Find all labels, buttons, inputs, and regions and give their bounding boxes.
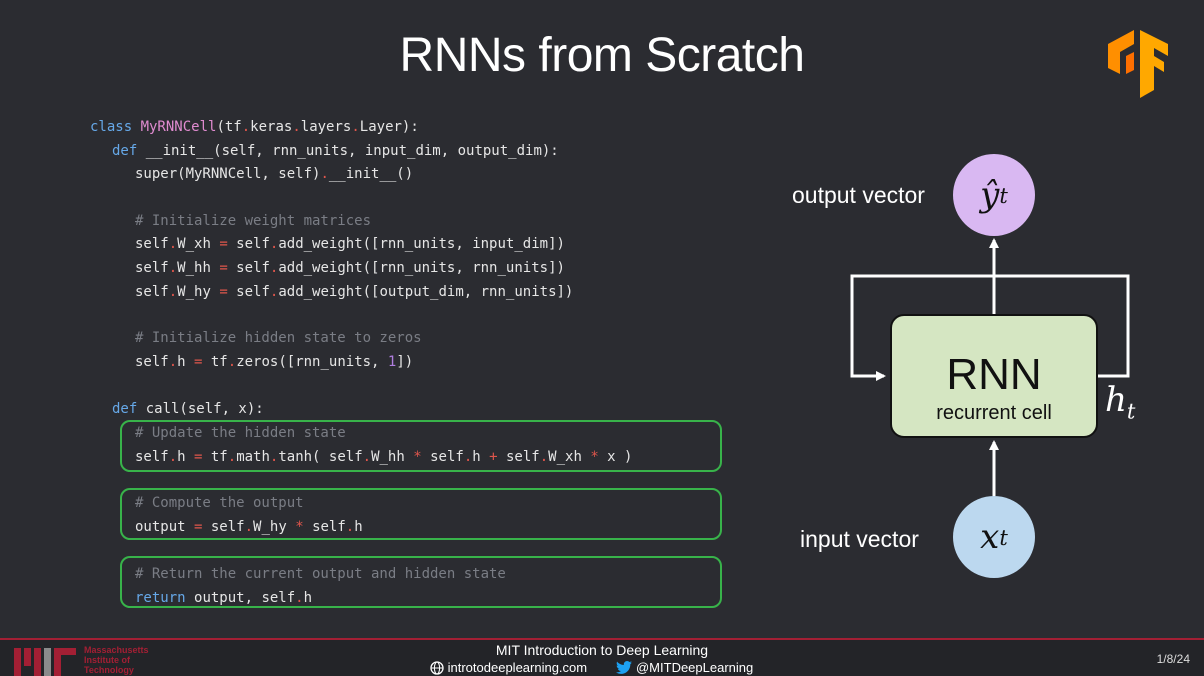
rnn-cell-title: RNN [946,350,1042,399]
recurrence-arrow [850,274,1130,381]
code-line: def __init__(self, rnn_units, input_dim,… [112,143,559,159]
output-symbol: ŷ [980,175,1000,215]
code-comment: # Return the current output and hidden s… [135,566,506,582]
output-subscript: t [999,182,1008,208]
code-line: return output, self.h [135,590,313,606]
class-name: MyRNNCell [140,119,217,135]
code-line: self.h = tf.math.tanh( self.W_hh * self.… [135,449,633,465]
input-subscript: t [999,524,1008,550]
footer-divider [0,638,1204,640]
input-symbol: x [980,517,1000,557]
tensorflow-logo [1108,30,1168,98]
footer-links: introtodeeplearning.com @MITDeepLearning [430,659,753,675]
hidden-state-label: ht [1105,380,1135,423]
slide-title: RNNs from Scratch [399,29,805,82]
highlight-box-update [120,420,722,472]
code-line: super(MyRNNCell, self).__init__() [135,166,414,182]
twitter-handle[interactable]: @MITDeepLearning [635,660,754,676]
rnn-cell: RNN recurrent cell [890,314,1098,438]
mit-institute-text: Massachusetts Institute of Technology [84,645,149,675]
mit-logo [14,648,76,676]
hidden-symbol: h [1105,380,1127,420]
website-link[interactable]: introtodeeplearning.com [447,660,588,676]
code-comment: # Compute the output [135,495,304,511]
highlight-box-output [120,488,722,540]
page-number: 1/8/24 [1156,652,1190,666]
globe-icon [430,660,444,675]
twitter-icon [616,661,633,674]
course-title: MIT Introduction to Deep Learning [495,642,709,658]
code-comment: # Initialize weight matrices [135,213,372,229]
code-line: self.W_xh = self.add_weight([rnn_units, … [135,236,565,252]
input-vector-label: input vector [800,526,919,552]
output-vector-label: output vector [792,182,925,208]
code-line: self.W_hh = self.add_weight([rnn_units, … [135,260,565,276]
code-line: output = self.W_hy * self.h [135,519,363,535]
code-line: class MyRNNCell(tf.keras.layers.Layer): [90,119,419,135]
code-comment: # Initialize hidden state to zeros [135,330,422,346]
highlight-box-return [120,556,722,608]
footer: Massachusetts Institute of Technology MI… [0,640,1204,676]
code-line: self.W_hy = self.add_weight([output_dim,… [135,284,574,300]
code-line: self.h = tf.zeros([rnn_units, 1]) [135,354,414,370]
code-line: def call(self, x): [112,401,264,417]
code-comment: # Update the hidden state [135,425,346,441]
rnn-cell-subtitle: recurrent cell [936,402,1052,424]
hidden-subscript: t [1126,398,1136,424]
